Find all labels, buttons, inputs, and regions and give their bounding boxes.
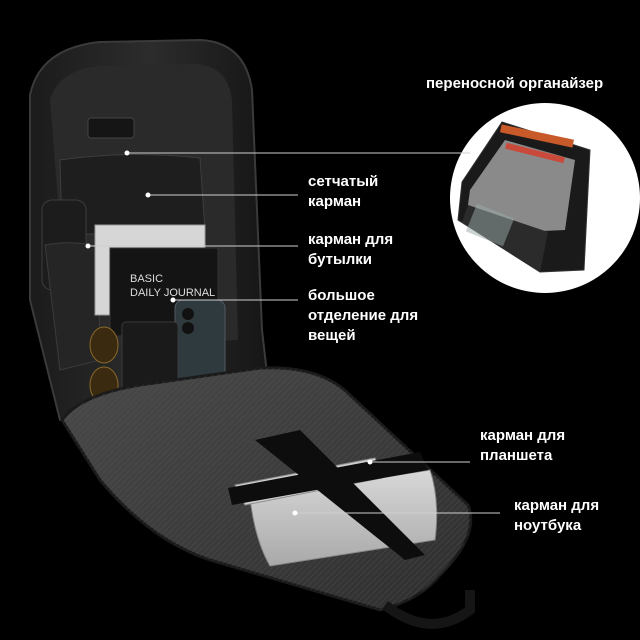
- label-tablet-pocket-2: планшета: [480, 447, 553, 464]
- label-organizer: переносной органайзер: [426, 75, 604, 92]
- strap-vertical: [255, 430, 425, 560]
- label-mesh-pocket-1: сетчатый: [308, 173, 379, 190]
- label-mesh-pocket-2: карман: [308, 193, 362, 210]
- leader-dots: [85, 150, 373, 516]
- mesh-pocket: [59, 153, 206, 236]
- label-main-compartment-3: вещей: [308, 327, 356, 344]
- strap-horizontal: [228, 452, 428, 505]
- journal-text-2: DAILY JOURNAL: [130, 287, 215, 299]
- leader-lines: [88, 152, 500, 514]
- label-main-compartment-2: отделение для: [308, 307, 419, 324]
- label-bottle-pocket-2: бутылки: [308, 251, 373, 268]
- journal-text-1: BASIC: [130, 273, 163, 285]
- label-tablet-pocket-1: карман для: [480, 427, 566, 444]
- label-laptop-pocket-2: ноутбука: [514, 517, 582, 534]
- label-main-compartment-1: большое: [308, 287, 375, 304]
- organizer-pouch: [457, 121, 591, 273]
- label-bottle-pocket-1: карман для: [308, 231, 394, 248]
- label-laptop-pocket-1: карман для: [514, 497, 600, 514]
